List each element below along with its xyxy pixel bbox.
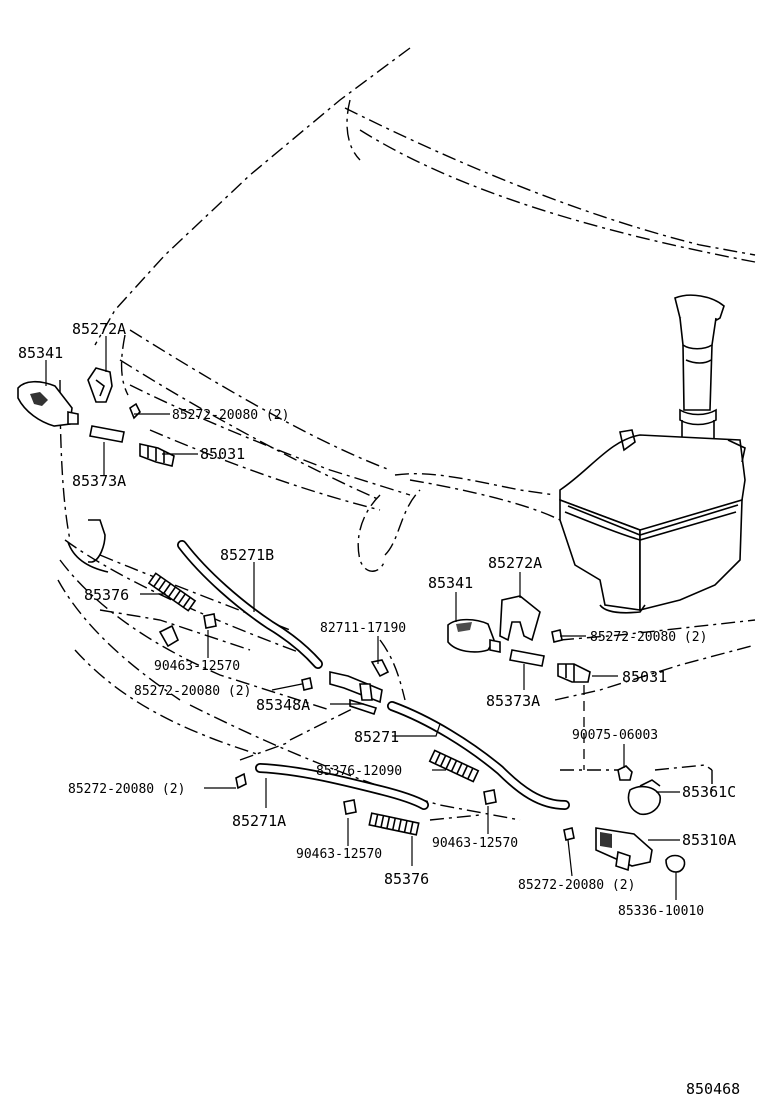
label-85272a-left: 85272A <box>72 320 126 338</box>
label-85272-20080-d: 85272-20080 (2) <box>590 630 707 645</box>
leader-lines <box>45 336 680 900</box>
label-85310a: 85310A <box>682 831 736 849</box>
right-nozzle-group <box>447 595 591 683</box>
label-85272-20080-b: 85272-20080 (2) <box>134 684 251 699</box>
part-labels: 85272A 85341 85272-20080 (2) 85031 85373… <box>18 320 740 1098</box>
label-90075-06003: 90075-06003 <box>572 728 658 743</box>
left-nozzle-group <box>17 367 175 467</box>
label-85031-right: 85031 <box>622 668 667 686</box>
label-85272-20080-e: 85272-20080 (2) <box>518 878 635 893</box>
figure-number: 850468 <box>686 1080 740 1098</box>
label-85361c: 85361C <box>682 783 736 801</box>
label-85341-left: 85341 <box>18 344 63 362</box>
spring-protectors <box>147 572 480 836</box>
hoses <box>177 540 570 810</box>
label-85271b: 85271B <box>220 546 274 564</box>
label-85373a-right: 85373A <box>486 692 540 710</box>
label-85272a-right: 85272A <box>488 554 542 572</box>
label-85031-left: 85031 <box>200 445 245 463</box>
label-85336-10010: 85336-10010 <box>618 904 704 919</box>
label-90463-12570-a: 90463-12570 <box>154 659 240 674</box>
small-parts <box>203 613 686 873</box>
label-85271: 85271 <box>354 728 399 746</box>
label-85272-20080-c: 85272-20080 (2) <box>68 782 185 797</box>
label-85376-12090: 85376-12090 <box>316 764 402 779</box>
label-85376-b: 85376 <box>384 870 429 888</box>
label-82711-17190: 82711-17190 <box>320 621 406 636</box>
label-85271a: 85271A <box>232 812 286 830</box>
label-85373a-left: 85373A <box>72 472 126 490</box>
label-85348a: 85348A <box>256 696 310 714</box>
label-85341-right: 85341 <box>428 574 473 592</box>
vehicle-body-outline <box>57 47 756 821</box>
washer-tank <box>559 294 746 614</box>
label-90463-12570-b: 90463-12570 <box>296 847 382 862</box>
label-85272-20080-a: 85272-20080 (2) <box>172 408 289 423</box>
label-85376-a: 85376 <box>84 586 129 604</box>
label-90463-12570-c: 90463-12570 <box>432 836 518 851</box>
